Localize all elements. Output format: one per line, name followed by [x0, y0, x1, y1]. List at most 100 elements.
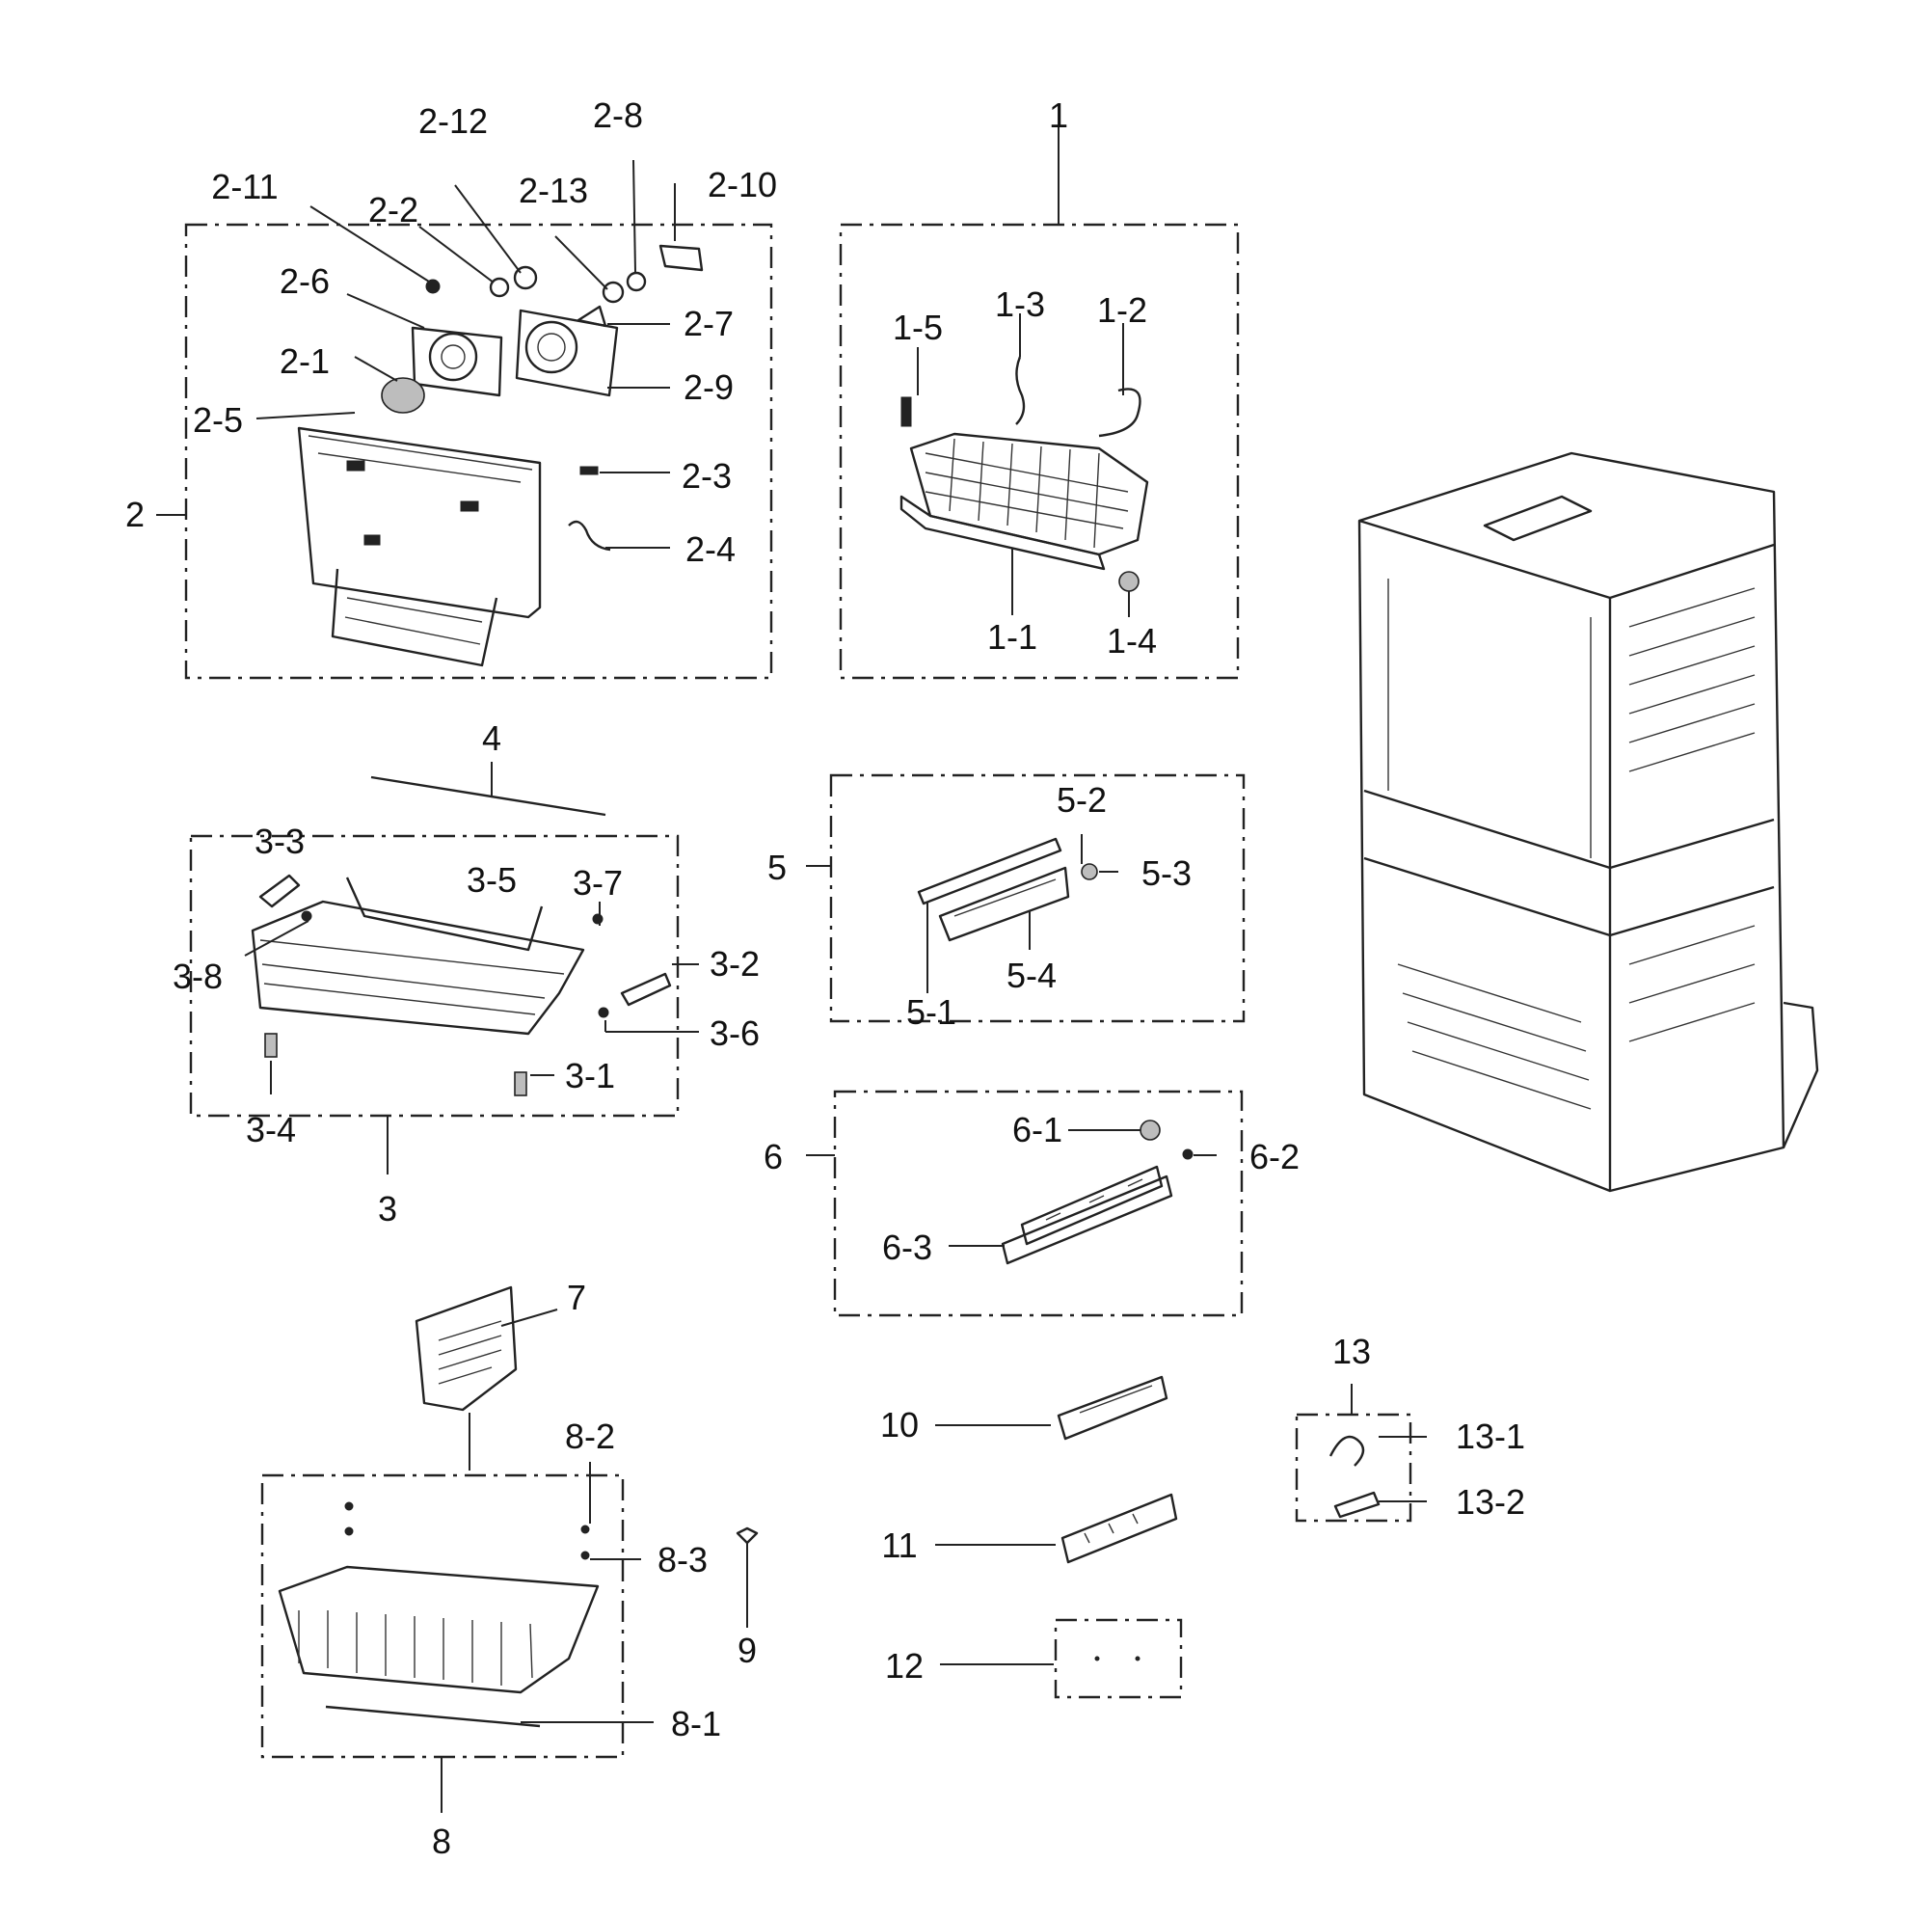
- group-13: 13 13-1 13-2: [1295, 1332, 1525, 1523]
- part-9: [736, 1526, 759, 1545]
- fan-2-12: [513, 265, 538, 290]
- evaporator: [909, 432, 1149, 556]
- roller-3-1: [514, 1071, 527, 1096]
- part-13-2: [1333, 1491, 1381, 1519]
- parts-10-12: 10 11 12: [880, 1375, 1183, 1699]
- part-6-1: [1140, 1120, 1161, 1141]
- roller-3-4: [264, 1033, 278, 1058]
- part-12: [1054, 1618, 1183, 1699]
- part-11: [1060, 1493, 1178, 1564]
- label-9: 9: [738, 1631, 757, 1670]
- fan-2-8: [626, 271, 647, 292]
- label-1-4: 1-4: [1107, 621, 1157, 661]
- label-8-1: 8-1: [671, 1704, 721, 1743]
- rail-6-3: [1001, 1174, 1173, 1265]
- part-5-3: [1081, 863, 1098, 880]
- label-2-7: 2-7: [684, 304, 734, 343]
- group-4-rail: 4: [370, 718, 606, 817]
- fan-housing: [515, 309, 619, 397]
- group-5-rail-assembly: 5 5-2 5-3 5-4 5-1: [767, 773, 1246, 1032]
- label-2-9: 2-9: [684, 367, 734, 407]
- group-8-basket: 8-2 8-3 8-1 8 9: [260, 1417, 759, 1861]
- label-2-8: 2-8: [593, 95, 643, 135]
- basket: [278, 1565, 600, 1694]
- label-2-4: 2-4: [685, 529, 736, 569]
- cabinet-body: [1357, 451, 1785, 1193]
- group-6-rail-assembly: 6 6-1 6-2 6-3: [764, 1090, 1300, 1317]
- label-2-6: 2-6: [280, 261, 330, 301]
- label-3-2: 3-2: [710, 944, 760, 984]
- label-5-3: 5-3: [1141, 853, 1192, 893]
- label-3-5: 3-5: [467, 860, 517, 900]
- label-6-2: 6-2: [1249, 1137, 1300, 1176]
- group-2-fan-assembly: 2 2-11 2-12 2-2 2-13 2-8 2-10 2-6 2-1 2-…: [125, 95, 777, 680]
- wire-2-4: [568, 520, 611, 552]
- label-2-10: 2-10: [708, 165, 777, 204]
- refrigerator-cabinet: [1357, 451, 1819, 1193]
- fan-bracket: [411, 326, 503, 397]
- label-3-1: 3-1: [565, 1056, 615, 1095]
- label-1-3: 1-3: [995, 284, 1045, 324]
- wire-1-2: [1098, 388, 1141, 438]
- group-3-drawer: 3-3 3-5 3-7 3-8 3-2 3-6 3-1 3-4 3: [173, 822, 760, 1228]
- wire-13-1: [1328, 1435, 1365, 1467]
- fan-motor: [381, 377, 425, 414]
- part-3-8: [301, 910, 312, 922]
- label-12: 12: [885, 1646, 924, 1686]
- label-7: 7: [567, 1278, 586, 1317]
- label-2-13: 2-13: [519, 171, 588, 210]
- group-6-frame: [833, 1090, 1244, 1317]
- part-6-2: [1182, 1148, 1194, 1160]
- label-8: 8: [432, 1822, 451, 1861]
- fan-blade-2-7: [577, 305, 607, 328]
- label-3-8: 3-8: [173, 957, 223, 996]
- label-3-6: 3-6: [710, 1013, 760, 1053]
- fan-2-2: [489, 277, 510, 298]
- label-13: 13: [1332, 1332, 1371, 1371]
- label-5: 5: [767, 848, 787, 887]
- rail-5-1: [917, 837, 1062, 905]
- label-8-3: 8-3: [657, 1540, 708, 1580]
- fan-2-13: [602, 281, 625, 304]
- group-5-frame: [829, 773, 1246, 1023]
- part-1-5: [900, 396, 912, 427]
- part-3-3: [258, 874, 301, 908]
- evaporator-cover: [297, 426, 542, 619]
- label-3-3: 3-3: [255, 822, 305, 861]
- group-8-frame: [260, 1473, 625, 1759]
- label-10: 10: [880, 1405, 919, 1444]
- part-10: [1057, 1375, 1168, 1441]
- label-8-2: 8-2: [565, 1417, 615, 1456]
- group-1-frame: [839, 223, 1240, 680]
- cabinet-control-box: [1483, 495, 1593, 542]
- label-2: 2: [125, 495, 145, 534]
- label-2-2: 2-2: [368, 190, 418, 230]
- label-5-1: 5-1: [906, 992, 956, 1032]
- part-3-2: [620, 972, 672, 1007]
- bracket-2-10: [658, 244, 704, 272]
- label-1-2: 1-2: [1097, 290, 1147, 330]
- group-7-cover: 7: [415, 1278, 586, 1471]
- label-11: 11: [881, 1526, 917, 1565]
- label-3: 3: [378, 1189, 397, 1228]
- drawer: [251, 900, 585, 1036]
- label-2-3: 2-3: [682, 456, 732, 496]
- label-2-1: 2-1: [280, 341, 330, 381]
- group-1-evaporator: 1 1-5 1-3 1-2 1-1 1-4: [839, 95, 1240, 680]
- spring-2-3: [579, 466, 599, 475]
- label-3-7: 3-7: [573, 863, 623, 903]
- label-2-5: 2-5: [193, 400, 243, 440]
- label-1: 1: [1049, 95, 1068, 135]
- group-2-frame: [184, 223, 773, 680]
- label-3-4: 3-4: [246, 1110, 296, 1149]
- part-3-6: [598, 1007, 609, 1018]
- label-6-3: 6-3: [882, 1228, 932, 1267]
- part-8-3: [580, 1551, 590, 1560]
- label-13-2: 13-2: [1456, 1482, 1525, 1522]
- part-1-4: [1118, 571, 1140, 592]
- rail-4: [370, 775, 606, 817]
- part-3-7: [592, 913, 604, 925]
- label-2-11: 2-11: [211, 167, 278, 206]
- label-4: 4: [482, 718, 501, 758]
